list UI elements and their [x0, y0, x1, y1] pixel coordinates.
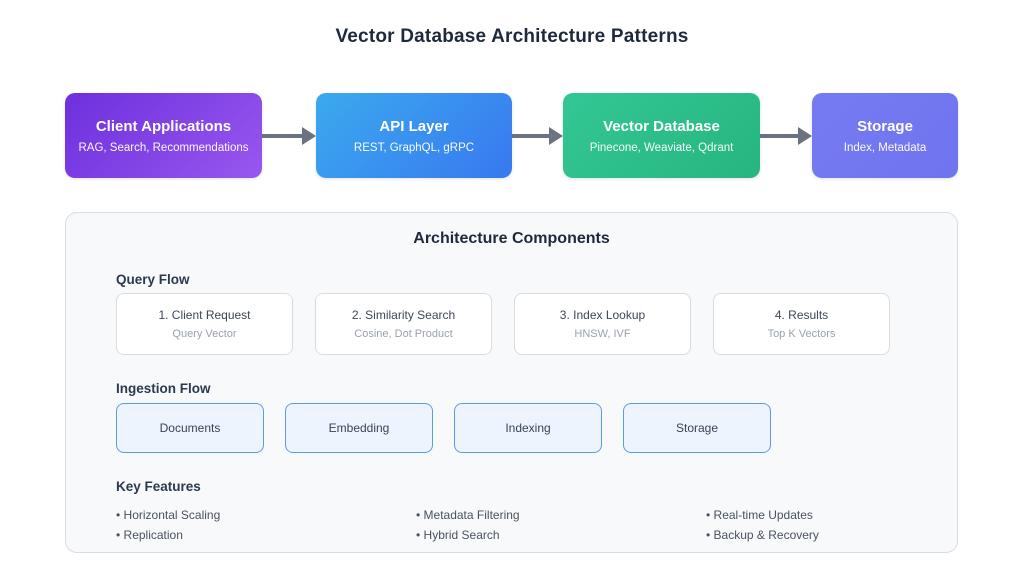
architecture-components-panel: Architecture Components Query Flow 1. Cl… — [65, 212, 958, 553]
query-step-subtitle: Top K Vectors — [767, 328, 836, 340]
key-features-column: • Metadata Filtering • Hybrid Search — [416, 505, 706, 545]
ingestion-flow-heading: Ingestion Flow — [116, 381, 211, 396]
flow-node-title: Vector Database — [603, 117, 720, 135]
query-step-results: 4. Results Top K Vectors — [713, 293, 890, 355]
query-step-client-request: 1. Client Request Query Vector — [116, 293, 293, 355]
flow-node-subtitle: Index, Metadata — [843, 141, 927, 154]
right-arrow-icon — [262, 93, 316, 178]
flow-node-title: Client Applications — [95, 117, 232, 135]
architecture-flow-diagram: Client Applications RAG, Search, Recomme… — [65, 93, 958, 178]
feature-item: • Horizontal Scaling — [116, 508, 221, 522]
key-features-column: • Horizontal Scaling • Replication — [116, 505, 416, 545]
flow-node-api-layer: API Layer REST, GraphQL, gRPC — [316, 93, 512, 178]
panel-title: Architecture Components — [413, 230, 610, 247]
feature-item: • Metadata Filtering — [416, 508, 520, 522]
feature-item: • Real-time Updates — [706, 508, 813, 522]
flow-node-title: API Layer — [379, 117, 449, 135]
right-arrow-icon — [760, 93, 812, 178]
query-flow-heading: Query Flow — [116, 272, 190, 287]
query-step-subtitle: Cosine, Dot Product — [354, 328, 453, 340]
flow-node-subtitle: REST, GraphQL, gRPC — [353, 141, 475, 154]
query-step-subtitle: HNSW, IVF — [574, 328, 631, 340]
query-step-index-lookup: 3. Index Lookup HNSW, IVF — [514, 293, 691, 355]
flow-node-vector-database: Vector Database Pinecone, Weaviate, Qdra… — [563, 93, 760, 178]
key-features-heading: Key Features — [116, 479, 201, 494]
query-step-title: 2. Similarity Search — [351, 308, 456, 322]
right-arrow-icon — [512, 93, 563, 178]
ingestion-stage-embedding: Embedding — [285, 403, 433, 453]
feature-item: • Backup & Recovery — [706, 528, 819, 542]
flow-node-subtitle: RAG, Search, Recommendations — [78, 141, 249, 154]
ingestion-stage-documents: Documents — [116, 403, 264, 453]
query-step-title: 1. Client Request — [158, 308, 251, 322]
flow-node-title: Storage — [857, 117, 913, 135]
page-title: Vector Database Architecture Patterns — [335, 26, 689, 47]
key-features-list: • Horizontal Scaling • Replication • Met… — [116, 505, 917, 545]
query-step-title: 3. Index Lookup — [559, 308, 646, 322]
query-flow-steps: 1. Client Request Query Vector 2. Simila… — [116, 293, 890, 355]
ingestion-flow-stages: Documents Embedding Indexing Storage — [116, 403, 771, 453]
feature-item: • Hybrid Search — [416, 528, 500, 542]
feature-item: • Replication — [116, 528, 183, 542]
flow-node-client-applications: Client Applications RAG, Search, Recomme… — [65, 93, 262, 178]
ingestion-stage-storage: Storage — [623, 403, 771, 453]
query-step-similarity-search: 2. Similarity Search Cosine, Dot Product — [315, 293, 492, 355]
ingestion-stage-indexing: Indexing — [454, 403, 602, 453]
query-step-subtitle: Query Vector — [172, 328, 237, 340]
key-features-column: • Real-time Updates • Backup & Recovery — [706, 505, 917, 545]
flow-node-subtitle: Pinecone, Weaviate, Qdrant — [589, 141, 734, 154]
query-step-title: 4. Results — [774, 308, 829, 322]
flow-node-storage: Storage Index, Metadata — [812, 93, 958, 178]
